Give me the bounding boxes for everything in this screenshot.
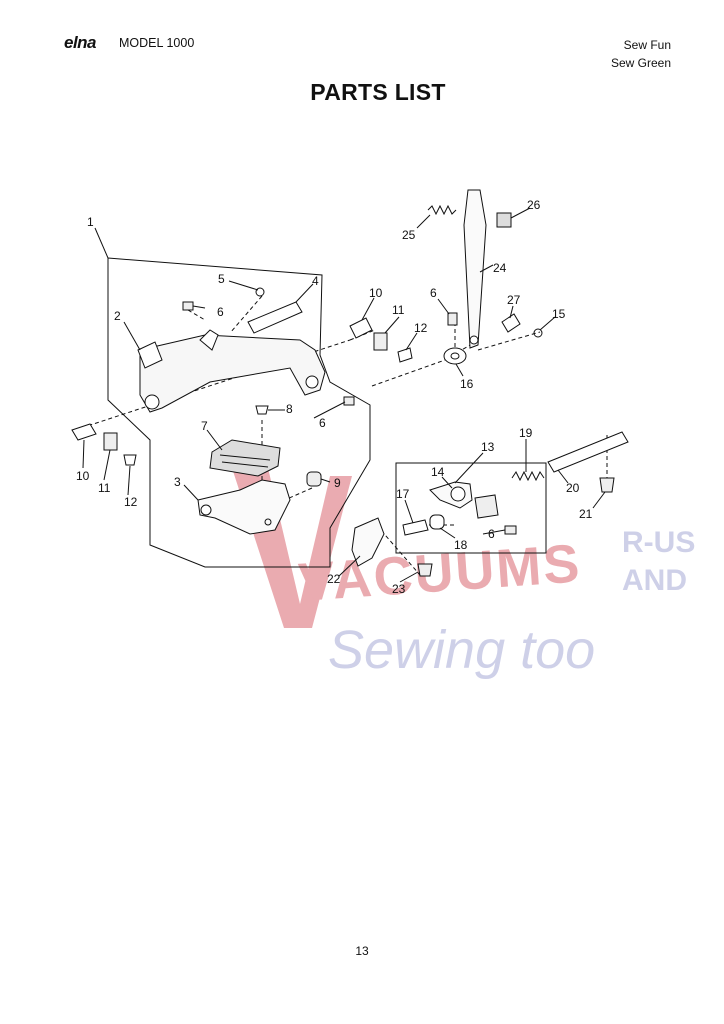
callout-6: 6 [430, 286, 437, 300]
callout-10: 10 [76, 469, 90, 483]
part-6-screw-b [343, 396, 355, 406]
watermark-script-text: Sewing too [328, 620, 595, 680]
part-12-screw-b [123, 454, 137, 466]
model-name: MODEL 1000 [119, 36, 195, 50]
callout-27: 27 [507, 293, 521, 307]
part-8-screw [255, 405, 269, 415]
part-11-plate-b [103, 432, 118, 451]
callout-10: 10 [369, 286, 383, 300]
callout-4: 4 [312, 274, 319, 288]
elna-logo: elna [64, 33, 97, 52]
watermark-side-bottom: AND [622, 564, 687, 597]
part-5-clip [255, 287, 265, 297]
callout-11: 11 [392, 303, 405, 317]
part-27-pin [501, 313, 521, 333]
part-20-shaft [547, 431, 629, 473]
callout-6: 6 [217, 305, 224, 319]
callout-5: 5 [218, 272, 225, 286]
callout-20: 20 [566, 481, 580, 495]
callout-6: 6 [488, 527, 495, 541]
part-21-screw [599, 477, 615, 493]
product-lines: Sew Fun Sew Green [611, 36, 671, 72]
callout-7: 7 [201, 419, 208, 433]
part-14-block [474, 494, 499, 519]
leader-lines [82, 207, 606, 583]
callout-12: 12 [414, 321, 428, 335]
callout-8: 8 [286, 402, 293, 416]
part-main-arm [139, 334, 326, 413]
group-outline-13 [395, 462, 547, 554]
part-2-bracket [137, 341, 163, 369]
part-25-spring [427, 204, 457, 216]
part-6-screw-c [447, 312, 458, 326]
part-24-lever [463, 189, 487, 349]
callout-3: 3 [174, 475, 181, 489]
part-6-screw-a [182, 301, 194, 311]
callout-21: 21 [579, 507, 593, 521]
part-17-screw [402, 519, 429, 536]
callout-1: 1 [87, 215, 94, 229]
group-outline-1 [107, 257, 371, 568]
callout-2: 2 [114, 309, 121, 323]
part-10-cap-b [71, 423, 97, 441]
callout-19: 19 [519, 426, 533, 440]
callout-12: 12 [124, 495, 138, 509]
part-12-screw-a [397, 347, 413, 363]
page-title: PARTS LIST [310, 79, 446, 105]
part-26-block [496, 212, 512, 228]
callout-17: 17 [396, 487, 410, 501]
callout-18: 18 [454, 538, 468, 552]
callout-11: 11 [98, 481, 111, 495]
callout-15: 15 [552, 307, 566, 321]
callout-24: 24 [493, 261, 507, 275]
part-16-bushing [443, 347, 467, 365]
part-22-link [351, 517, 385, 567]
part-3-lower-bracket [197, 479, 291, 535]
part-11-plate-a [373, 332, 388, 351]
callout-23: 23 [392, 582, 406, 596]
callout-16: 16 [460, 377, 474, 391]
callout-14: 14 [431, 465, 445, 479]
callout-9: 9 [334, 476, 341, 490]
product-line: Sew Green [610, 56, 671, 70]
watermark-side-top: R-US [622, 526, 695, 559]
product-line: Sew Fun [623, 38, 671, 52]
callout-25: 25 [402, 228, 416, 242]
part-9-nut [306, 471, 322, 487]
part-4-shaft [247, 301, 303, 334]
part-18-collar [429, 514, 445, 530]
part-15-clip [533, 328, 543, 338]
callouts: 1 2 3 4 5 6 6 6 6 7 8 9 10 10 11 11 12 1… [76, 198, 593, 596]
callout-26: 26 [527, 198, 541, 212]
part-10-cap-a [349, 317, 373, 339]
page-number: 13 [355, 944, 369, 958]
callout-13: 13 [481, 440, 495, 454]
part-23-screw [417, 563, 433, 577]
part-6-screw-d [504, 525, 517, 535]
part-19-spring [511, 470, 545, 482]
callout-22: 22 [327, 572, 341, 586]
callout-6: 6 [319, 416, 326, 430]
